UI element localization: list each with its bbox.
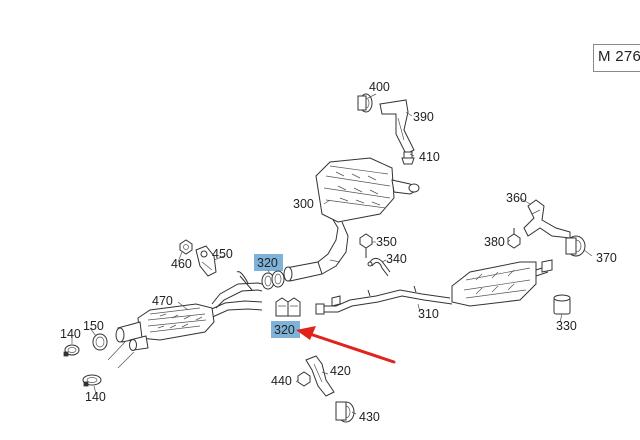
silencer-310: [451, 259, 553, 307]
part-label-390: 390: [413, 110, 434, 124]
part-label-340: 340: [386, 252, 407, 266]
bracket-420: [305, 355, 335, 397]
part-label-430: 430: [359, 410, 380, 424]
part-label-440: 440: [271, 374, 292, 388]
part-label-400: 400: [369, 80, 390, 94]
part-label-330: 330: [556, 319, 577, 333]
part-label-460: 460: [171, 257, 192, 271]
part-label-150: 150: [83, 319, 104, 333]
part-label-140-bottom: 140: [85, 390, 106, 404]
bolt-410: [401, 151, 415, 165]
mount-460: [179, 239, 193, 255]
muffler-300: [315, 157, 420, 223]
front-pipe-catalytic-converter: [107, 282, 263, 369]
engine-code-label: M 276: [598, 48, 640, 65]
clamp-320-top: [236, 270, 285, 291]
part-label-410: 410: [419, 150, 440, 164]
clamp-150: [92, 333, 108, 351]
part-label-140-top: 140: [60, 327, 81, 341]
mount-430: [335, 401, 355, 423]
part-label-300: 300: [293, 197, 314, 211]
highlight-box-top: [254, 254, 283, 271]
part-label-360: 360: [506, 191, 527, 205]
bolt-380: [507, 228, 521, 249]
bracket-390: [379, 99, 415, 155]
engine-code-box: [593, 44, 640, 72]
pipe-to-muffler-300: [283, 217, 349, 282]
part-label-470: 470: [152, 294, 173, 308]
mount-400: [357, 93, 373, 113]
bracket-450: [195, 245, 217, 277]
part-label-320-top: 320: [257, 256, 278, 270]
part-label-420: 420: [330, 364, 351, 378]
part-label-380: 380: [484, 235, 505, 249]
clamp-140-top: [63, 344, 80, 357]
part-label-320-bottom: 320: [274, 323, 295, 337]
leader-lines: [71, 93, 593, 415]
part-label-450: 450: [212, 247, 233, 261]
mount-330: [553, 294, 571, 315]
clamp-140-bottom: [82, 374, 102, 387]
highlight-arrow: [296, 326, 396, 364]
part-label-310: 310: [418, 307, 439, 321]
bolt-440: [297, 371, 311, 387]
part-label-350: 350: [376, 235, 397, 249]
part-label-370: 370: [596, 251, 617, 265]
bracket-360: [523, 199, 571, 239]
pipe-310: [315, 285, 453, 315]
highlight-box-bottom: [271, 321, 300, 338]
mount-370: [565, 235, 586, 257]
bolt-350: [359, 233, 373, 258]
bracket-340: [367, 257, 391, 277]
clamp-320-bottom: [275, 297, 301, 317]
